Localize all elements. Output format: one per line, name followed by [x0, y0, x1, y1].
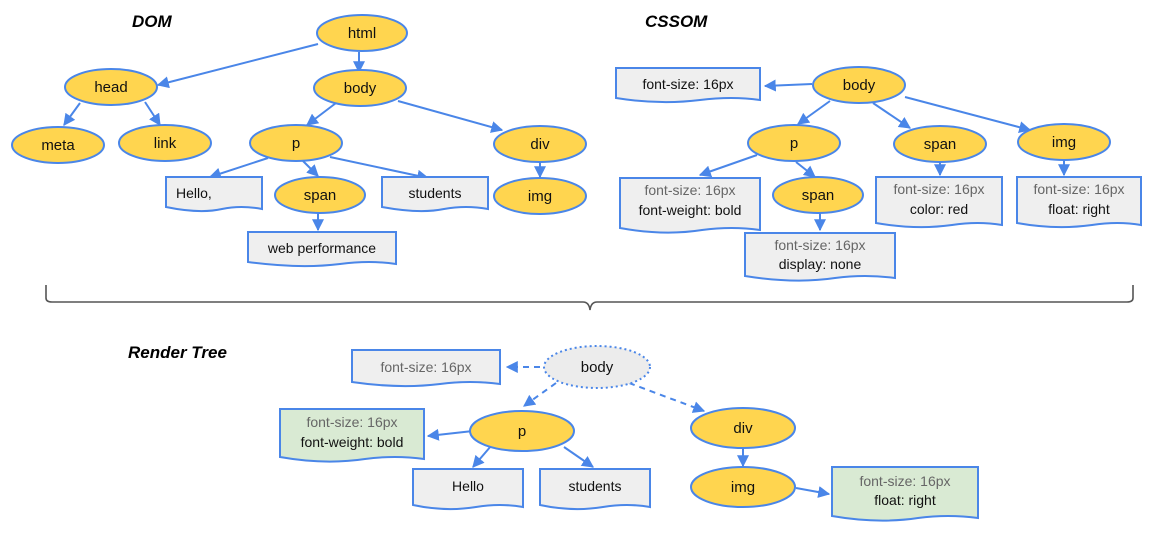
- dom-node-meta-label: meta: [41, 137, 75, 154]
- cssom-img-style-line-1: font-size: 16px: [1033, 181, 1124, 197]
- edge-p-span: [302, 160, 319, 177]
- dom-node-div-label: div: [530, 136, 550, 153]
- cssom-node-span-label: span: [924, 136, 957, 153]
- cssom-node-p: p: [747, 124, 841, 162]
- rt-img-style-box: font-size: 16px float: right: [831, 466, 979, 522]
- dom-text-students-label: students: [409, 185, 462, 201]
- dom-node-meta: meta: [11, 126, 105, 164]
- cssom-span-child-style-line-2: display: none: [779, 256, 862, 272]
- cssom-img-style-box: font-size: 16px float: right: [1016, 176, 1142, 229]
- cssom-body-style-box: font-size: 16px: [615, 67, 761, 104]
- rt-node-p: p: [469, 410, 575, 452]
- rt-p-style-box: font-size: 16px font-weight: bold: [279, 408, 425, 463]
- rt-p-style-line-1: font-size: 16px: [306, 414, 397, 430]
- rt-text-students-label: students: [569, 478, 622, 494]
- cssom-node-span-child-label: span: [802, 187, 835, 204]
- cssom-node-span-child: span: [772, 176, 864, 214]
- rt-node-div-label: div: [733, 420, 753, 437]
- edge-rt-body-p: [523, 382, 557, 407]
- cssom-node-p-label: p: [790, 135, 798, 152]
- edge-p-hello: [208, 157, 269, 180]
- cssom-p-style-box: font-size: 16px font-weight: bold: [619, 177, 761, 234]
- dom-node-img: img: [493, 177, 587, 215]
- edge-cssom-body-p: [797, 100, 831, 125]
- rt-node-body: body: [543, 345, 651, 389]
- dom-text-students: students: [381, 176, 489, 213]
- dom-text-web-performance: web performance: [247, 231, 397, 268]
- edge-rt-img-style: [795, 486, 831, 498]
- dom-title: DOM: [132, 12, 173, 31]
- edge-rt-p-style: [426, 428, 474, 441]
- rt-node-img: img: [690, 466, 796, 508]
- cssom-span-child-style-box: font-size: 16px display: none: [744, 232, 896, 282]
- combine-brace: [45, 285, 1134, 311]
- dom-node-span: span: [274, 176, 366, 214]
- dom-node-html-label: html: [348, 25, 376, 42]
- rt-node-p-label: p: [518, 423, 526, 440]
- cssom-edges: [698, 79, 1070, 232]
- dom-node-body: body: [313, 69, 407, 107]
- cssom-span-style-line-2: color: red: [910, 201, 968, 217]
- edge-cssom-p-span: [795, 161, 816, 178]
- edge-rt-p-students: [563, 446, 594, 468]
- dom-node-head-label: head: [94, 79, 127, 96]
- rt-node-img-label: img: [731, 479, 755, 496]
- rt-text-hello-label: Hello: [452, 478, 484, 494]
- cssom-node-body-label: body: [843, 77, 876, 94]
- rt-node-body-label: body: [581, 359, 614, 376]
- cssom-node-img: img: [1017, 123, 1111, 161]
- cssom-span-style-line-1: font-size: 16px: [893, 181, 984, 197]
- rt-body-style-box: font-size: 16px: [351, 349, 501, 388]
- render-tree-title: Render Tree: [128, 343, 227, 362]
- edge-body-p: [306, 102, 337, 126]
- dom-edges: [63, 43, 546, 232]
- cssom-p-style-line-1: font-size: 16px: [644, 182, 735, 198]
- edge-cssom-body-style: [763, 79, 813, 92]
- dom-text-hello-label: Hello,: [176, 185, 212, 201]
- edge-cssom-body-img: [904, 96, 1032, 134]
- edge-cssom-body-span: [872, 102, 911, 129]
- dom-text-web-performance-label: web performance: [267, 240, 376, 256]
- edge-head-link: [144, 101, 161, 127]
- dom-text-hello: Hello,: [165, 176, 263, 213]
- cssom-p-style-line-2: font-weight: bold: [639, 202, 742, 218]
- dom-node-html: html: [316, 14, 408, 52]
- dom-node-div: div: [493, 125, 587, 163]
- rt-p-style-line-2: font-weight: bold: [301, 434, 404, 450]
- cssom-body-style-text: font-size: 16px: [642, 76, 733, 92]
- edge-rt-body-div: [628, 382, 706, 413]
- dom-node-p: p: [249, 124, 343, 162]
- edge-html-head: [156, 43, 319, 89]
- rt-body-style-text: font-size: 16px: [380, 359, 471, 375]
- dom-node-span-label: span: [304, 187, 337, 204]
- cssom-node-body: body: [812, 66, 906, 104]
- dom-node-link: link: [118, 124, 212, 162]
- rt-text-hello-box: Hello: [412, 468, 524, 511]
- edge-rt-p-hello: [472, 445, 492, 468]
- cssom-span-style-box: font-size: 16px color: red: [875, 176, 1003, 229]
- dom-node-link-label: link: [154, 135, 177, 152]
- dom-node-head: head: [64, 68, 158, 106]
- cssom-node-span: span: [893, 125, 987, 163]
- rt-text-students-box: students: [539, 468, 651, 511]
- cssom-title: CSSOM: [645, 12, 708, 31]
- edge-p-students: [329, 156, 430, 182]
- rt-img-style-line-2: float: right: [874, 492, 936, 508]
- cssom-img-style-line-2: float: right: [1048, 201, 1110, 217]
- edge-cssom-p-style: [698, 154, 758, 178]
- dom-node-body-label: body: [344, 80, 377, 97]
- cssom-node-img-label: img: [1052, 134, 1076, 151]
- cssom-span-child-style-line-1: font-size: 16px: [774, 237, 865, 253]
- dom-node-p-label: p: [292, 135, 300, 152]
- edge-head-meta: [63, 102, 81, 126]
- edge-body-div: [397, 100, 504, 133]
- render-tree-edges: [426, 361, 831, 498]
- rt-img-style-line-1: font-size: 16px: [859, 473, 950, 489]
- dom-node-img-label: img: [528, 188, 552, 205]
- rt-node-div: div: [690, 407, 796, 449]
